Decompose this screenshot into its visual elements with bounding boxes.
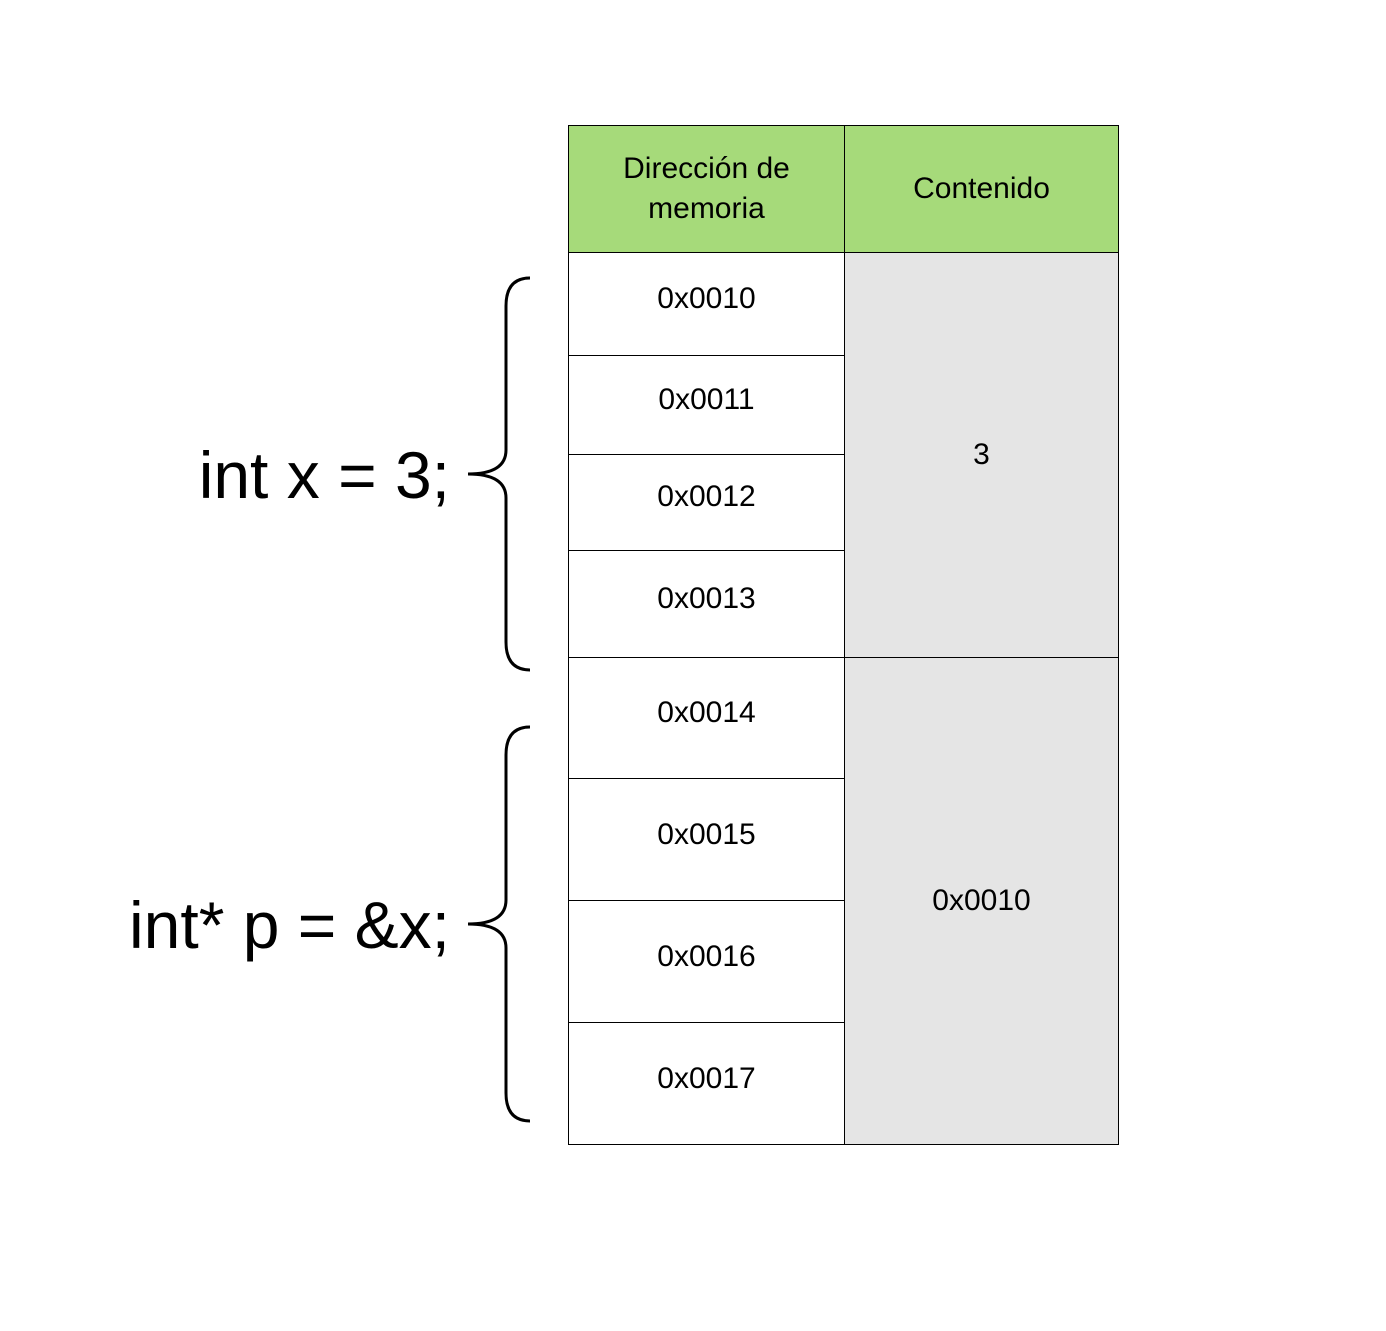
- address-label: 0x0011: [658, 383, 755, 416]
- header-address-cell: Dirección de memoria: [568, 125, 845, 253]
- content-cell-x: 3: [844, 252, 1119, 658]
- address-cell-5: 0x0015: [568, 778, 845, 901]
- address-label: 0x0016: [657, 940, 756, 973]
- brace-x: [467, 276, 531, 672]
- content-value: 3: [973, 438, 990, 471]
- declaration-p: int* p = &x;: [128, 888, 450, 962]
- header-content-cell: Contenido: [844, 125, 1119, 253]
- brace-p: [467, 725, 531, 1123]
- address-cell-3: 0x0013: [568, 550, 845, 658]
- address-cell-0: 0x0010: [568, 252, 845, 356]
- address-label: 0x0014: [657, 696, 756, 729]
- address-label: 0x0013: [657, 582, 756, 615]
- address-cell-7: 0x0017: [568, 1022, 845, 1145]
- declaration-x: int x = 3;: [198, 438, 450, 512]
- header-content-label: Contenido: [913, 172, 1050, 205]
- content-cell-p: 0x0010: [844, 657, 1119, 1145]
- address-label: 0x0015: [657, 818, 756, 851]
- address-cell-2: 0x0012: [568, 454, 845, 551]
- address-cell-6: 0x0016: [568, 900, 845, 1023]
- address-label: 0x0012: [657, 480, 756, 513]
- address-label: 0x0010: [657, 282, 756, 315]
- header-address-label: Dirección de memoria: [623, 152, 790, 225]
- content-value: 0x0010: [932, 884, 1031, 917]
- address-label: 0x0017: [657, 1062, 756, 1095]
